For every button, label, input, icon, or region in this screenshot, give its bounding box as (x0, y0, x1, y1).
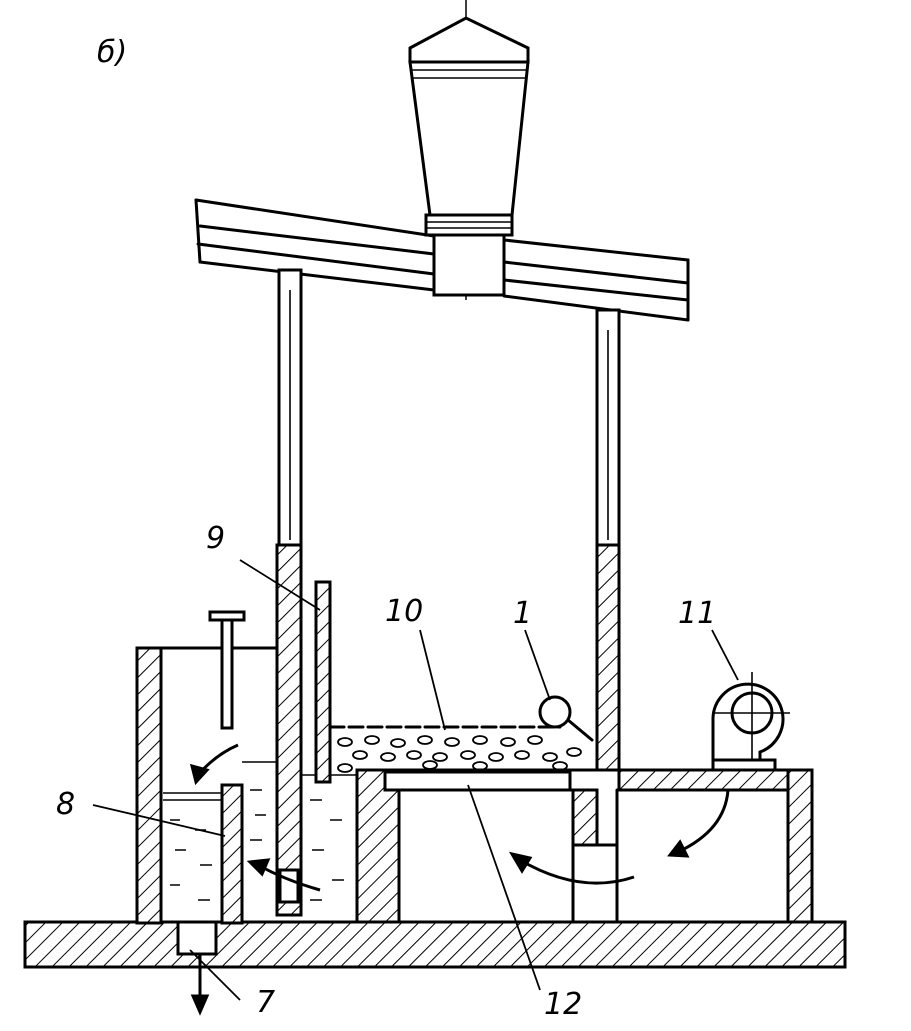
baffle-plate (314, 580, 332, 784)
callout-label-10: 10 (385, 594, 424, 629)
column-right-wall (595, 543, 621, 772)
base-plate (23, 920, 847, 969)
air-chamber (397, 768, 814, 924)
inner-wall (355, 768, 401, 924)
callout-label-12: 12 (544, 987, 583, 1022)
water-tank (135, 646, 357, 956)
support-rods (277, 268, 621, 547)
grate (383, 770, 572, 792)
nozzle-1 (538, 695, 594, 742)
fluidized-layer (328, 725, 582, 773)
support-beam (194, 198, 690, 322)
callout-label-11: 11 (678, 596, 717, 631)
callout-label-1: 1 (513, 596, 533, 631)
leader-lines (92, 559, 739, 1001)
valve-rod (208, 610, 246, 730)
flow-arrows (189, 743, 730, 1016)
callout-label-8: 8 (56, 787, 76, 822)
column-left-wall (275, 543, 303, 917)
top-hopper (408, 16, 530, 297)
figure-label: б) (97, 35, 128, 70)
callout-label-7: 7 (256, 985, 276, 1020)
fan-11 (711, 672, 790, 772)
callout-label-9: 9 (206, 521, 226, 556)
